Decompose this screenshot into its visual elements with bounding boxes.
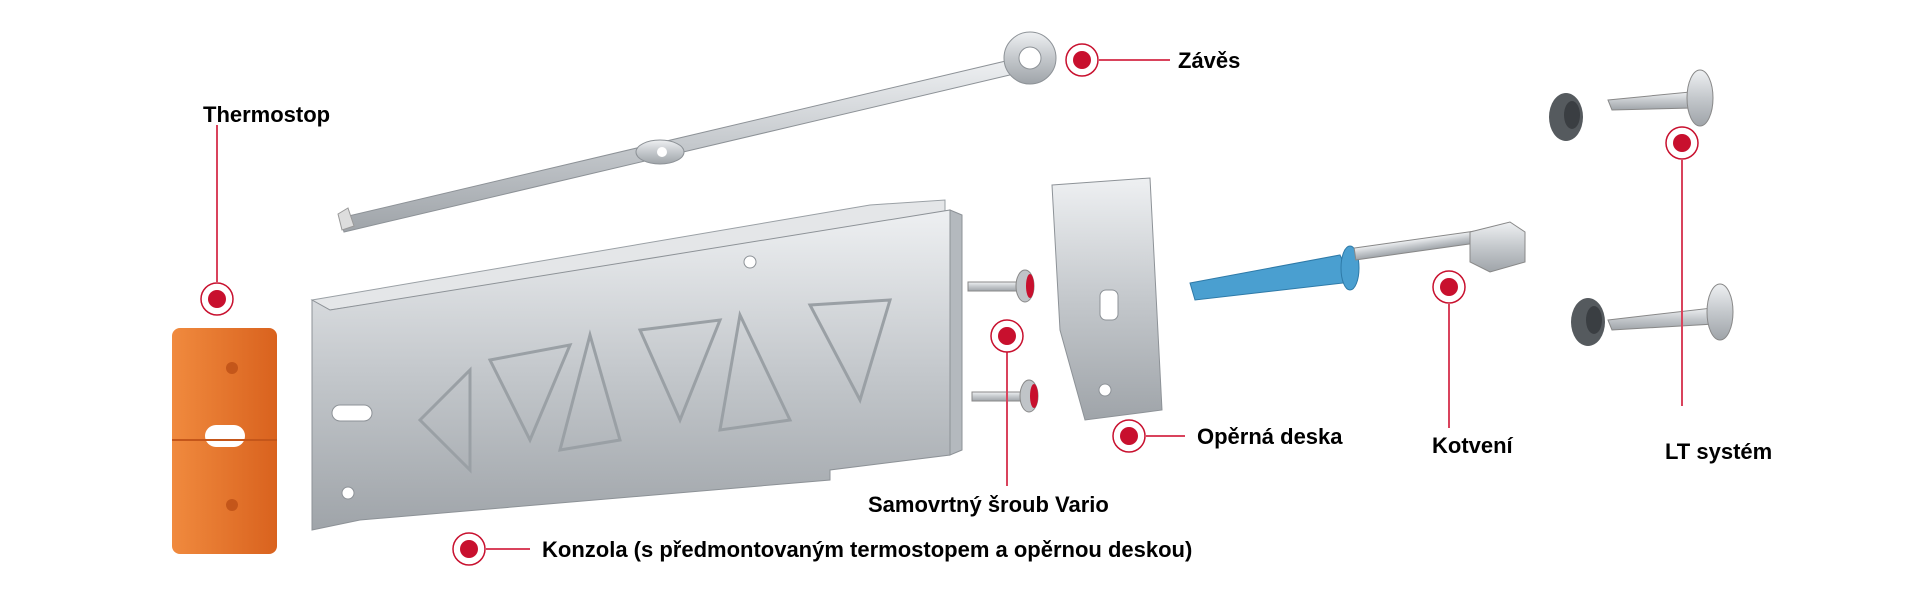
marker-thermostop <box>200 282 234 316</box>
label-operna-deska: Opěrná deska <box>1197 424 1343 449</box>
marker-lt <box>1665 126 1699 160</box>
marker-operna <box>1112 419 1146 453</box>
label-lt-system: LT systém <box>1665 439 1773 464</box>
label-konzola: Konzola (s předmontovaným termostopem a … <box>542 537 1193 562</box>
marker-samovrtny <box>990 319 1024 353</box>
anchor <box>1189 221 1526 301</box>
vario-screws <box>967 269 1039 413</box>
marker-kotveni <box>1432 270 1466 304</box>
leader-lines <box>216 59 1683 550</box>
hanger-strap <box>337 31 1057 233</box>
bracket <box>310 199 963 531</box>
markers <box>200 43 1699 566</box>
lt-system-parts <box>1549 69 1734 346</box>
marker-zaves <box>1065 43 1099 77</box>
support-plate <box>1051 177 1163 421</box>
label-samovrtny-sroub: Samovrtný šroub Vario <box>868 492 1109 517</box>
thermostop-block <box>172 328 277 554</box>
label-zaves: Závěs <box>1178 48 1241 73</box>
marker-konzola <box>452 532 486 566</box>
label-thermostop: Thermostop <box>203 102 331 127</box>
label-kotveni: Kotvení <box>1432 433 1513 458</box>
